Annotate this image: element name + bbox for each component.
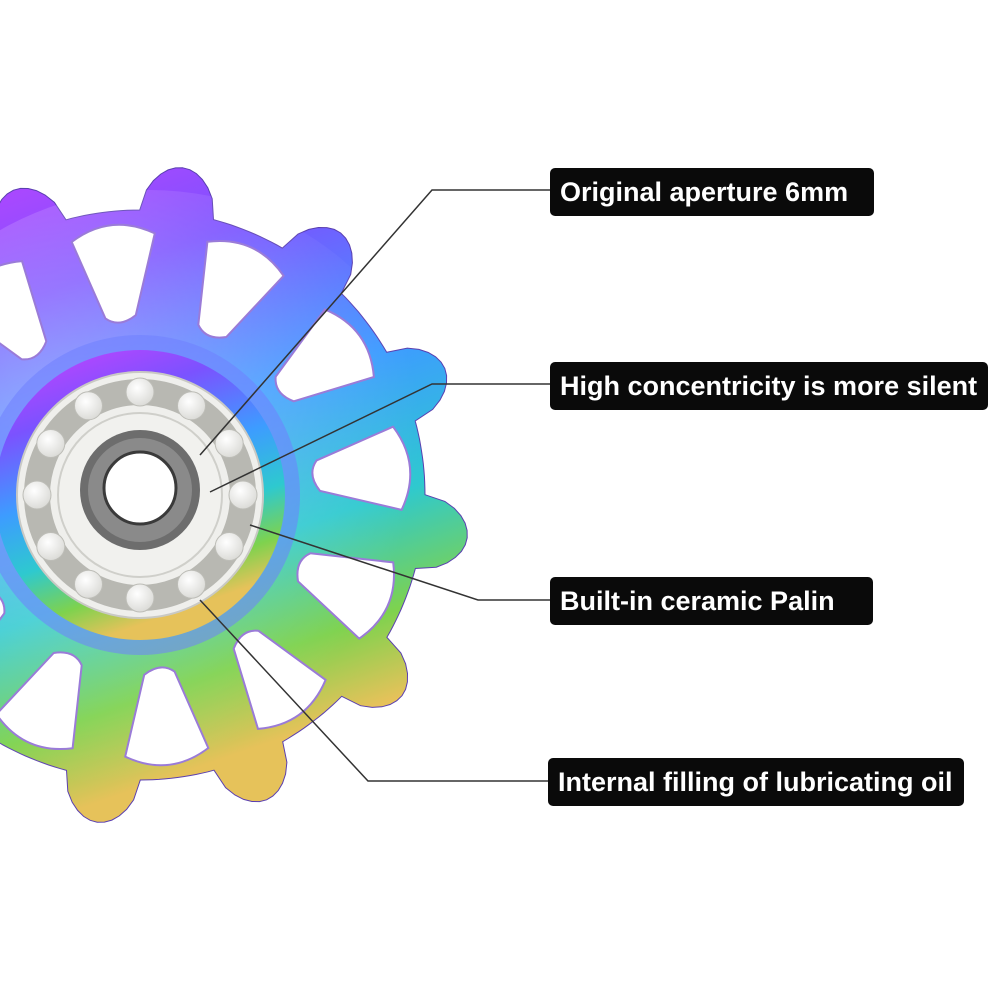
spoke-window <box>0 651 83 750</box>
spoke-window <box>296 552 395 640</box>
ceramic-ball <box>125 377 155 407</box>
ceramic-ball <box>177 391 206 421</box>
ceramic-ball <box>36 429 66 458</box>
callout-lubricating-oil: Internal filling of lubricating oil <box>548 758 964 806</box>
ceramic-ball <box>74 391 103 421</box>
pulley-wheel <box>0 167 468 823</box>
ceramic-ball <box>177 569 206 599</box>
spoke-window <box>70 223 156 324</box>
leader-line-lubricating <box>199 599 548 782</box>
spoke-window <box>197 240 285 339</box>
ceramic-ball <box>22 480 52 510</box>
spoke-window <box>0 260 48 361</box>
callout-high-concentricity: High concentricity is more silent <box>550 362 988 410</box>
ceramic-ball <box>214 429 244 458</box>
spoke-window <box>311 425 412 511</box>
spoke-window <box>124 666 210 767</box>
ceramic-ball <box>228 480 258 510</box>
ceramic-balls <box>22 377 258 613</box>
leader-lines <box>199 189 550 782</box>
leader-line-ceramic <box>249 524 550 601</box>
spoke-window <box>274 308 375 403</box>
callout-ceramic-bearing: Built-in ceramic Palin <box>550 577 873 625</box>
spoke-window <box>0 596 6 621</box>
callout-original-aperture: Original aperture 6mm <box>550 168 874 216</box>
spoke-window <box>232 629 327 730</box>
leader-line-aperture <box>199 189 550 456</box>
leader-line-concentricity <box>209 383 550 493</box>
ceramic-ball <box>74 569 103 599</box>
axle-aperture <box>102 450 178 526</box>
ceramic-ball <box>214 532 244 561</box>
ceramic-ball <box>125 583 155 613</box>
spoke-windows <box>0 223 412 767</box>
ceramic-ball <box>36 532 66 561</box>
